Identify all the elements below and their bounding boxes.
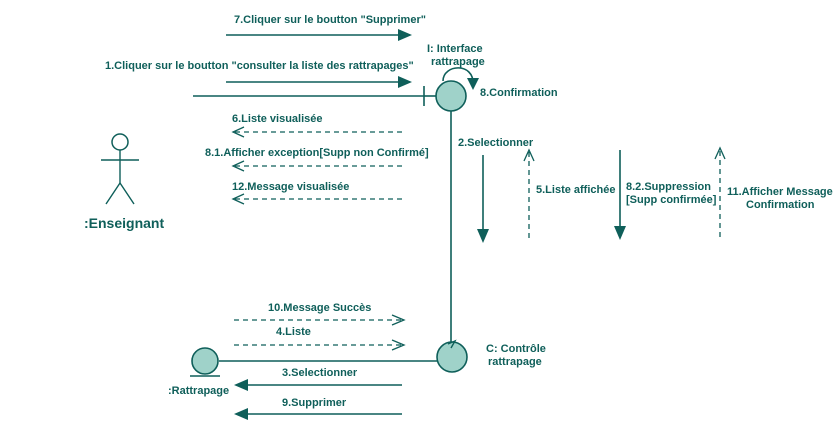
message-9-label: 9.Supprimer [282,397,347,409]
message-12-label: 12.Message visualisée [232,181,349,193]
message-11-arrow [714,146,726,237]
message-8-2-arrow [614,150,626,240]
message-2-arrow [477,155,489,243]
message-8-label: 8.Confirmation [480,87,558,99]
message-8-1-arrow [231,160,402,172]
interface-label-line1: I: Interface [427,43,483,55]
message-3-arrow [234,379,402,391]
message-6-arrow [231,126,402,138]
controle-label-line2: rattrapage [488,356,542,368]
actor-stick-figure[interactable] [101,133,139,205]
controle-control-object[interactable] [436,339,468,373]
message-1-label: 1.Cliquer sur le boutton "consulter la l… [105,60,414,72]
actor-label: :Enseignant [84,215,164,231]
interface-label-line2: rattrapage [431,56,485,68]
rattrapage-entity-object[interactable] [190,347,220,377]
message-4-arrow [234,339,406,351]
interface-boundary-object[interactable] [423,80,467,112]
controle-label-line1: C: Contrôle [486,343,546,355]
message-11-label-line1: 11.Afficher Message [727,186,833,198]
message-8-1-label: 8.1.Afficher exception[Supp non Confirmé… [205,147,429,159]
message-1-arrow [226,76,412,88]
message-11-label-line2: Confirmation [746,199,815,211]
message-8-self-arrow [442,67,479,90]
message-8-2-label-line1: 8.2.Suppression [626,181,711,193]
message-10-arrow [234,314,406,326]
entity-label: :Rattrapage [168,385,229,397]
message-5-arrow [523,148,535,238]
message-5-label: 5.Liste affichée [536,184,615,196]
message-6-label: 6.Liste visualisée [232,113,323,125]
message-3-label: 3.Selectionner [282,367,358,379]
message-7-label: 7.Cliquer sur le boutton "Supprimer" [234,14,426,26]
message-7-arrow [226,29,412,41]
message-8-2-label-line2: [Supp confirmée] [626,194,717,206]
message-2-label: 2.Selectionner [458,137,534,149]
message-10-label: 10.Message Succès [268,302,371,314]
message-4-label: 4.Liste [276,326,311,338]
message-12-arrow [231,193,402,205]
message-9-arrow [234,408,402,420]
